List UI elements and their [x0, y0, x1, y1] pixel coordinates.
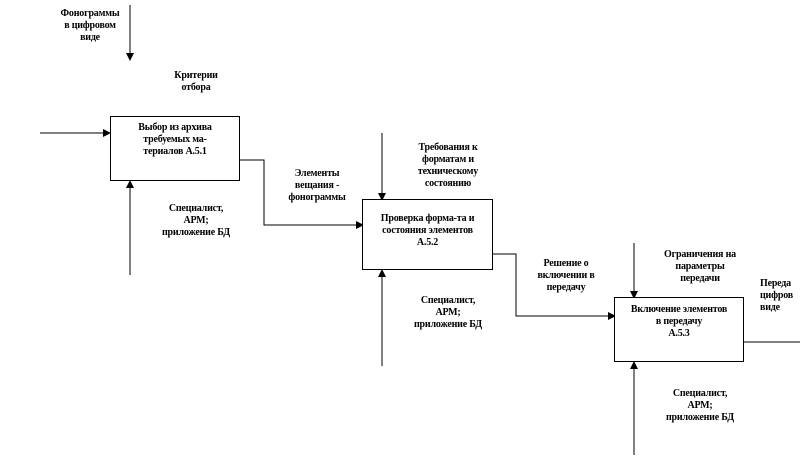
activity-box-a52 — [362, 199, 493, 270]
flow1-arrow — [240, 159, 364, 229]
mechanism-label-2: Специалист, АРМ; приложение БД — [414, 295, 482, 330]
flow2-arrow — [493, 253, 616, 320]
output-label: Переда цифров виде — [760, 278, 793, 313]
activity-label-a52: Проверка форма-та и состояния элементов … — [380, 213, 475, 248]
flow-label-1: Элементы вещания - фонограммы — [288, 168, 346, 203]
top-input-label: Фонограммы в цифровом виде — [60, 8, 120, 43]
activity-box-a53 — [614, 297, 744, 362]
control-label-2: Требования к форматам и техническому сос… — [417, 142, 479, 189]
control-label-3: Ограничения на параметры передачи — [664, 249, 736, 284]
mechanism-label-3: Специалист, АРМ; приложение БД — [666, 388, 734, 423]
activity-box-a51 — [110, 116, 240, 181]
control-label-1: Критерии отбора — [174, 70, 218, 93]
activity-label-a51: Выбор из архива требуемых ма- териалов А… — [138, 122, 212, 157]
mechanism-label-1: Специалист, АРМ; приложение БД — [162, 203, 230, 238]
flow-label-2: Решение о включении в передачу — [537, 258, 595, 293]
activity-label-a53: Включение элементов в передачу А.5.3 — [630, 304, 728, 339]
